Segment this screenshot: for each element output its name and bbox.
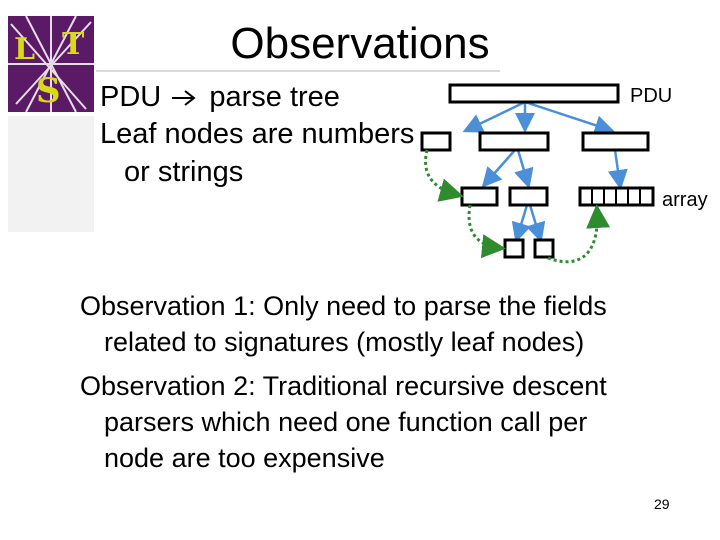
- edge-root-right: [524, 100, 615, 135]
- edge-middle-right: [514, 149, 534, 189]
- slide-title: Observations: [230, 19, 490, 68]
- node-level1-right: [581, 131, 650, 152]
- observation-2: Observation 2: Traditional recursive des…: [80, 368, 710, 476]
- page-number: 29: [654, 496, 670, 512]
- observation-1-line-1: Observation 1: Only need to parse the fi…: [80, 291, 607, 321]
- bullet-or-strings: or strings: [124, 156, 244, 188]
- root-pdu-node: [448, 83, 620, 104]
- skip-arrow-2: [467, 204, 506, 259]
- node-level2-b: [508, 186, 549, 207]
- bullet-parse-tree-label: parse tree: [209, 81, 340, 113]
- observation-2-line-1: Observation 2: Traditional recursive des…: [80, 371, 607, 401]
- node-level1-middle: [478, 131, 550, 152]
- leaf-node-1: [503, 238, 525, 259]
- node-level2-a: [460, 186, 499, 207]
- bullet-pdu-parse-tree: PDU parse tree: [100, 80, 340, 114]
- bullet-pdu-label: PDU: [100, 81, 162, 113]
- institution-logo: L T S: [6, 14, 96, 234]
- edge-middle-left: [481, 149, 516, 188]
- bullet-leaf-nodes: Leaf nodes are numbers: [100, 118, 415, 150]
- edge-root-left: [462, 100, 526, 133]
- svg-text:S: S: [36, 71, 61, 111]
- title-underline: [96, 70, 500, 72]
- leaf-node-2: [533, 238, 555, 259]
- svg-text:T: T: [62, 27, 85, 62]
- node-level1-left: [420, 131, 452, 152]
- edge-leaf-1: [511, 204, 531, 243]
- array-label: array: [662, 189, 708, 211]
- skip-arrow-3: [547, 204, 611, 264]
- pdu-label: PDU: [630, 85, 673, 107]
- edge-leaf-2: [526, 204, 546, 243]
- right-arrow-icon: [172, 90, 196, 106]
- svg-text:L: L: [14, 32, 35, 67]
- skip-arrow-1: [424, 149, 464, 202]
- observation-2-line-2: parsers which need one function call per: [104, 407, 588, 437]
- observation-2-line-3: node are too expensive: [104, 443, 385, 473]
- edge-right-array: [607, 149, 628, 190]
- observation-1-line-2: related to signatures (mostly leaf nodes…: [104, 327, 585, 357]
- observation-1: Observation 1: Only need to parse the fi…: [80, 288, 710, 360]
- array-node-dividers: [591, 188, 641, 205]
